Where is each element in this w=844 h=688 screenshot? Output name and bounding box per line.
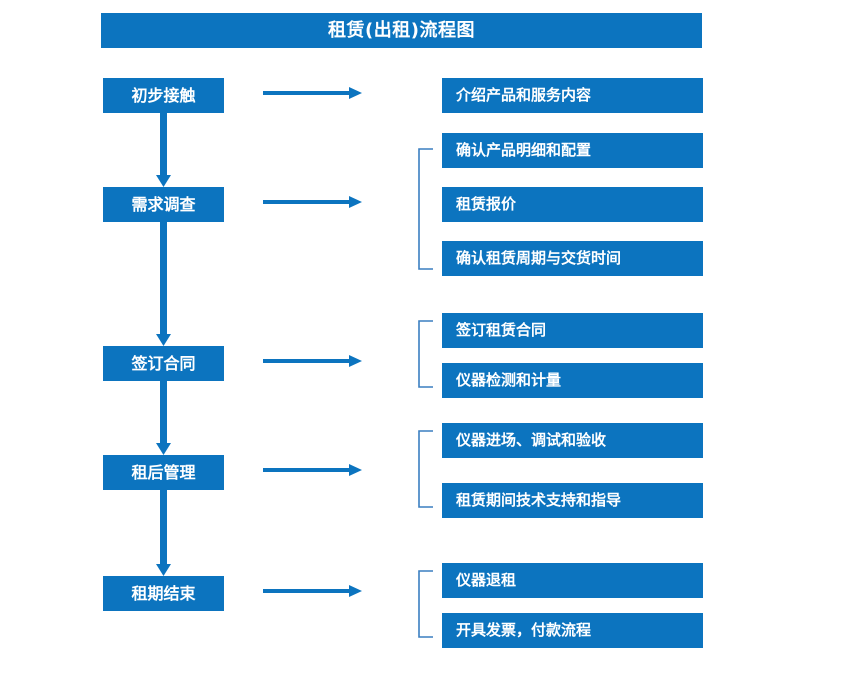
group-bracket-icon — [418, 320, 433, 388]
stage-box-rental-end[interactable]: 租期结束 — [103, 576, 224, 611]
detail-box[interactable]: 仪器进场、调试和验收 — [442, 423, 703, 458]
stage-box-demand-survey[interactable]: 需求调查 — [103, 187, 224, 222]
detail-box[interactable]: 租赁期间技术支持和指导 — [442, 483, 703, 518]
stage-label: 签订合同 — [131, 353, 196, 373]
diagram-title: 租赁(出租)流程图 — [328, 19, 475, 41]
detail-label: 租赁期间技术支持和指导 — [456, 491, 622, 509]
detail-label: 仪器退租 — [456, 571, 517, 589]
group-bracket-icon — [418, 430, 433, 508]
detail-label: 仪器检测和计量 — [456, 371, 562, 389]
detail-label: 确认产品明细和配置 — [456, 141, 592, 159]
arrow-down-icon — [155, 381, 172, 455]
stage-label: 需求调查 — [131, 194, 196, 214]
detail-box[interactable]: 开具发票，付款流程 — [442, 613, 703, 648]
detail-box[interactable]: 确认租赁周期与交货时间 — [442, 241, 703, 276]
detail-box[interactable]: 仪器检测和计量 — [442, 363, 703, 398]
arrow-down-icon — [155, 490, 172, 576]
detail-box[interactable]: 确认产品明细和配置 — [442, 133, 703, 168]
detail-label: 确认租赁周期与交货时间 — [456, 249, 622, 267]
detail-label: 仪器进场、调试和验收 — [456, 431, 607, 449]
diagram-title-bar: 租赁(出租)流程图 — [101, 13, 702, 48]
detail-box[interactable]: 签订租赁合同 — [442, 313, 703, 348]
group-bracket-icon — [418, 148, 433, 270]
detail-label: 租赁报价 — [456, 195, 517, 213]
detail-label: 开具发票，付款流程 — [456, 621, 592, 639]
stage-label: 租后管理 — [131, 462, 196, 482]
arrow-down-icon — [155, 113, 172, 187]
stage-label: 租期结束 — [131, 583, 196, 603]
stage-box-sign-contract[interactable]: 签订合同 — [103, 346, 224, 381]
detail-label: 签订租赁合同 — [456, 321, 547, 339]
group-bracket-icon — [418, 570, 433, 638]
stage-box-initial-contact[interactable]: 初步接触 — [103, 78, 224, 113]
arrow-down-icon — [155, 222, 172, 346]
arrow-right-icon — [263, 353, 362, 369]
stage-box-post-rental-management[interactable]: 租后管理 — [103, 455, 224, 490]
detail-box[interactable]: 介绍产品和服务内容 — [442, 78, 703, 113]
arrow-right-icon — [263, 85, 362, 101]
arrow-right-icon — [263, 194, 362, 210]
stage-label: 初步接触 — [131, 85, 196, 105]
detail-box[interactable]: 仪器退租 — [442, 563, 703, 598]
detail-label: 介绍产品和服务内容 — [456, 86, 592, 104]
detail-box[interactable]: 租赁报价 — [442, 187, 703, 222]
arrow-right-icon — [263, 462, 362, 478]
arrow-right-icon — [263, 583, 362, 599]
